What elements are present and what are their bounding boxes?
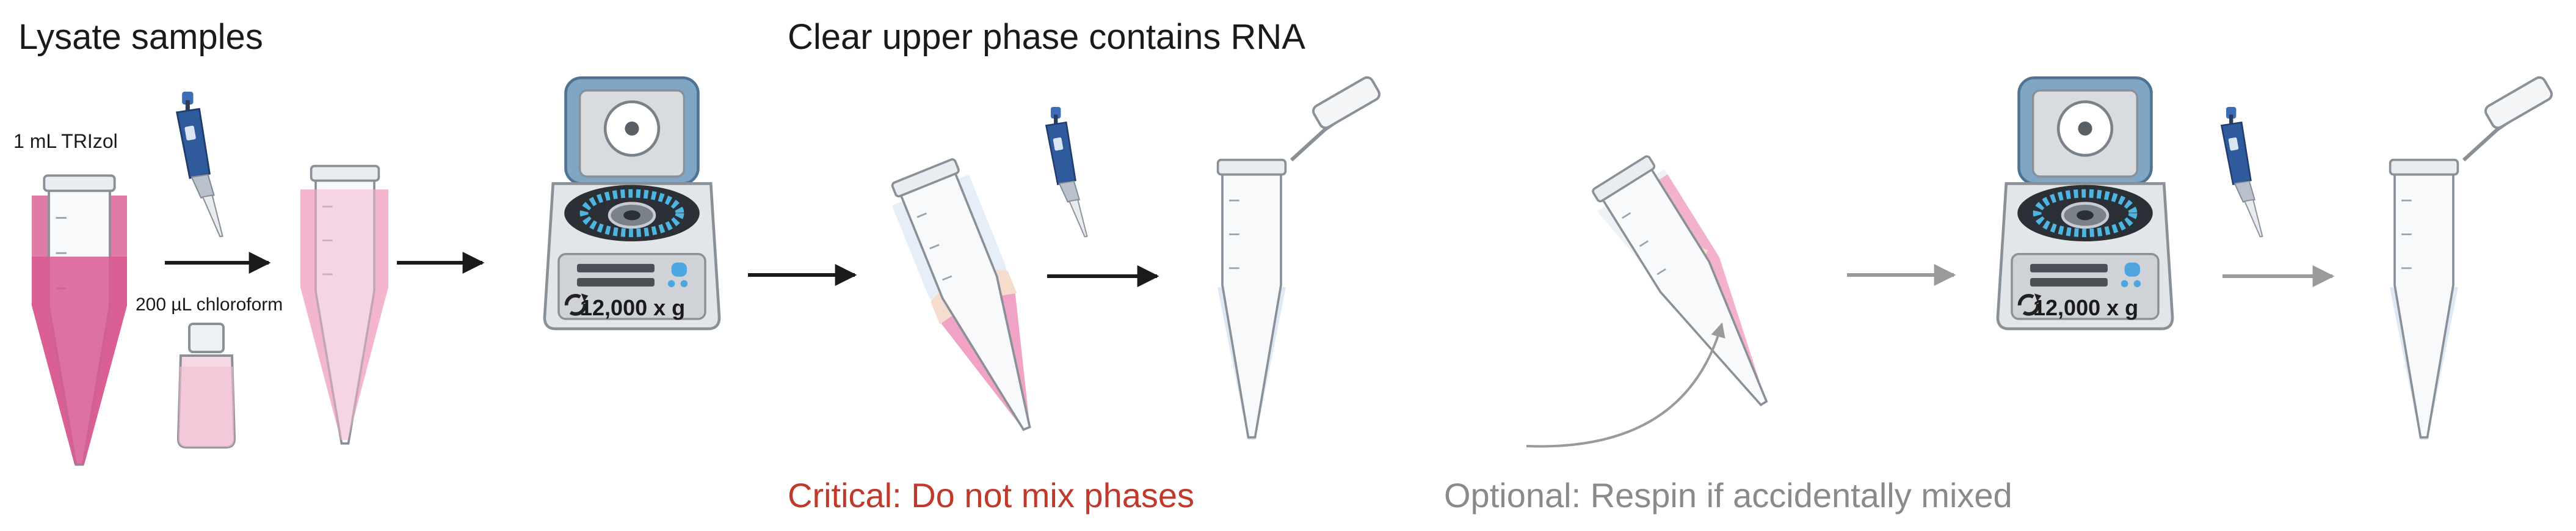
lysate-tube-icon bbox=[32, 175, 127, 464]
critical-note: Critical: Do not mix phases bbox=[788, 476, 1194, 515]
mixed-lysate-tube-icon bbox=[300, 166, 388, 444]
trizol-label: 1 mL TRIzol bbox=[13, 130, 118, 152]
title-lysate-samples: Lysate samples bbox=[18, 17, 263, 57]
centrifuge-speed-label: 12,000 x g bbox=[580, 295, 685, 320]
phase-separated-tube-icon bbox=[884, 155, 1065, 444]
rna-collection-tube-icon bbox=[1217, 76, 1381, 440]
pipette-icon bbox=[177, 92, 223, 236]
centrifuge-speed-label: 12,000 x g bbox=[2033, 295, 2138, 320]
final-rna-tube-icon bbox=[2390, 76, 2553, 440]
chloroform-vial-icon bbox=[176, 323, 236, 449]
title-clear-upper-phase: Clear upper phase contains RNA bbox=[788, 17, 1305, 57]
respin-arrow-icon bbox=[1526, 322, 1725, 448]
pipette-icon bbox=[1046, 107, 1087, 236]
mixed-phase-tube-icon bbox=[1586, 152, 1798, 424]
chloroform-label: 200 µL chloroform bbox=[136, 295, 283, 315]
optional-note: Optional: Respin if accidentally mixed bbox=[1444, 476, 2012, 515]
pipette-icon bbox=[2221, 107, 2262, 236]
centrifuge-icon bbox=[1998, 78, 2172, 329]
centrifuge-icon bbox=[545, 78, 719, 329]
